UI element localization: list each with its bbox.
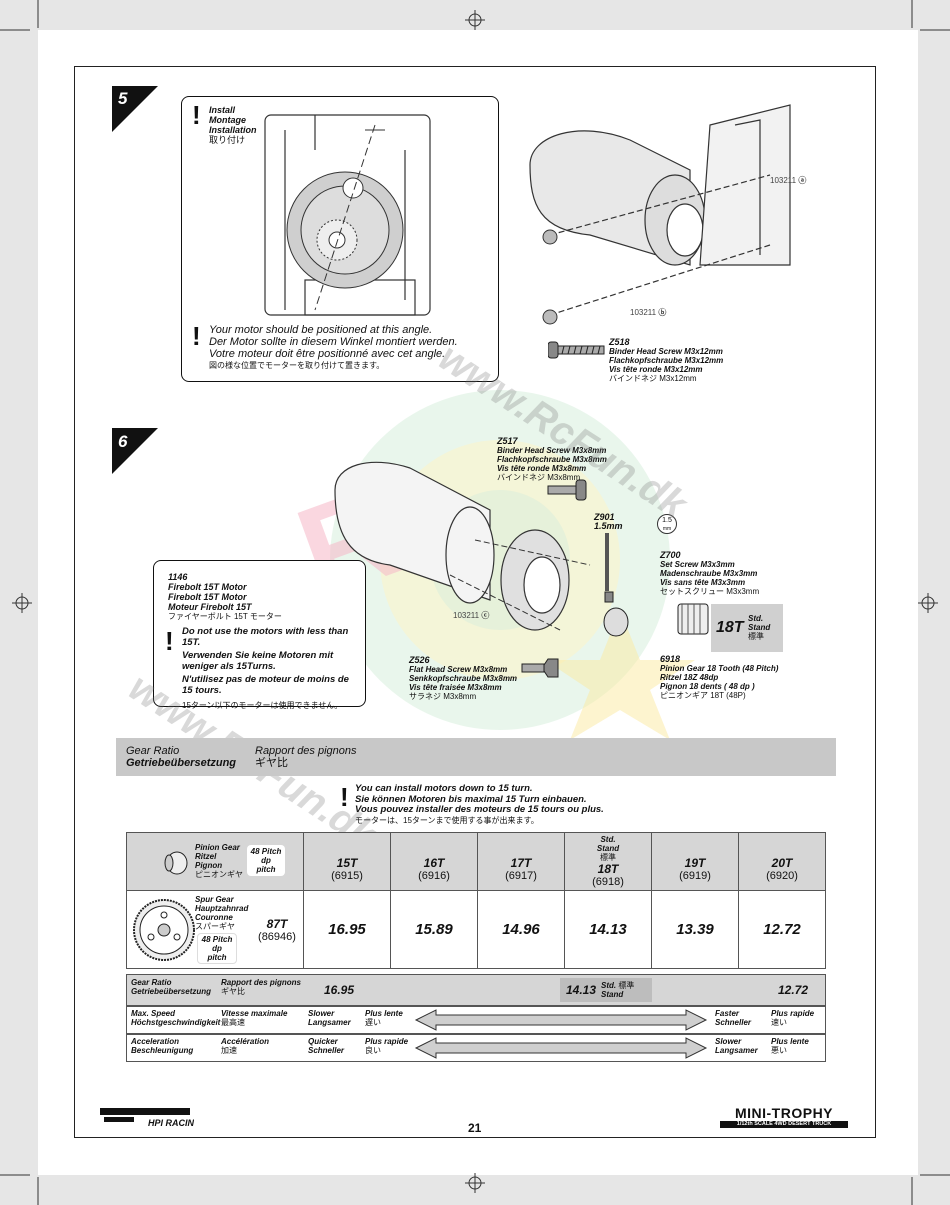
pinion-gear-icon [164,851,188,875]
summary-std-box [560,978,652,1002]
accel-label-left: Acceleration Beschleunigung [131,1037,194,1055]
angle-note: Your motor should be positioned at this … [209,324,458,370]
z518-label: Z518 Binder Head Screw M3x12mm Flachkopf… [609,337,724,384]
col-15t: 15T(6915) [303,832,391,891]
summary-std-label: Std. 標準 Stand [601,981,635,999]
ref-103211-a: 103211 ⓐ [770,176,807,185]
accel-label-right: Accélération 加速 [221,1037,270,1055]
pinion-pitch-badge: 48 Pitch dp pitch [247,845,285,876]
speed-arrow [414,1009,708,1031]
motor-mount-exploded-drawing [529,104,791,325]
pinion-gear-drawing [603,591,709,637]
ratio-20t: 12.72 [738,890,826,969]
accel-quicker: Quicker Schneller [308,1037,345,1055]
svg-text:HPI RACING: HPI RACING [148,1118,194,1128]
z901-label: Z901 1.5mm [594,512,623,531]
col-17t: 17T(6917) [477,832,565,891]
ratio-17t: 14.96 [477,890,565,969]
accel-arrow [414,1037,708,1059]
col-16t: 16T(6916) [390,832,478,891]
summary-ratio-label-left: Gear Ratio Getriebeübersetzung [131,978,212,996]
motor-callout [153,560,366,707]
spur-row: Spur Gear Hauptzahnrad Couronne スパーギヤ 48… [126,890,826,969]
gear-ratio-banner [116,738,836,776]
accel-quicker-alt: Plus rapide 良い [365,1037,409,1055]
ref-103211-b: 103211 ⓑ [630,308,667,317]
z526-label: Z526 Flat Head Screw M3x8mm Senkkopfschr… [409,655,518,702]
accel-slower-alt: Plus lente 悪い [771,1037,809,1055]
speed-faster: Faster Schneller [715,1009,752,1027]
ratio-19t: 13.39 [651,890,739,969]
z518-screw-icon [548,341,605,359]
step-6-number: 6 [118,432,128,451]
hex-wrench-icon [605,533,609,591]
hpi-racing-logo: HPI RACING [100,1108,194,1128]
z517-label: Z517 Binder Head Screw M3x8mm Flachkopfs… [497,436,607,483]
install-note-alert-icon: ! [340,782,349,812]
motor-warning-text: Do not use the motors with less than 15T… [182,626,349,710]
pinion-gear-label: Pinion Gear Ritzel Pignon ピニオンギヤ [195,843,243,879]
gear-ratio-table: Pinion Gear Ritzel Pignon ピニオンギヤ 48 Pitc… [126,832,826,969]
ref-a-marker: ⓐ [798,176,807,185]
summary-std-value: 14.13 [566,983,597,997]
speed-slower: Slower Langsamer [308,1009,351,1027]
spur-teeth-cell: 87T (86946) [251,890,304,969]
ref-103211-c: 103211 ⓒ [453,611,490,620]
summary-ratio-row [126,974,826,1006]
speed-label-left: Max. Speed Höchstgeschwindigkeit [131,1009,221,1027]
speed-label-right: Vitesse maximale 最高速 [221,1009,288,1027]
page-number: 21 [468,1121,482,1135]
ref-b-marker: ⓑ [658,308,667,317]
ratio-15t: 16.95 [303,890,391,969]
col-19t: 19T(6919) [651,832,739,891]
summary-ratio-min: 16.95 [324,983,355,997]
spur-pitch-badge: 48 Pitch dp pitch [197,933,237,964]
mini-trophy-logo: MINI-TROPHY 1/12th SCALE 4WD DESERT TRUC… [720,1106,848,1128]
angle-alert-icon: ! [192,321,201,351]
gear-ratio-banner-right: Rapport des pignons ギヤ比 [255,745,357,769]
z517-screw-icon [547,479,587,501]
z526-screw-icon [521,658,559,678]
install-label-block: Install Montage Installation 取り付け [209,105,257,145]
page-frame [74,66,876,1138]
step-5-number: 5 [118,89,128,108]
summary-speed-row [126,1006,826,1034]
speed-faster-alt: Plus rapide 速い [771,1009,815,1027]
ref-c-marker: ⓒ [481,611,490,620]
motor-warning-icon: ! [165,626,174,656]
speed-slower-alt: Plus lente 遅い [365,1009,403,1027]
summary-ratio-max: 12.72 [778,983,809,997]
step-5-flag [112,86,158,132]
step-6-flag [112,428,158,474]
motor-1146-label: 1146 Firebolt 15T Motor Firebolt 15T Mot… [168,572,282,621]
gear-ratio-banner-left: Gear Ratio Getriebeübersetzung [126,745,237,769]
install-note: You can install motors down to 15 turn. … [355,783,604,825]
hex-size-badge: 1.5 mm [657,514,677,534]
spur-gear-label: Spur Gear Hauptzahnrad Couronne スパーギヤ [195,895,249,931]
col-18t-std: Std. Stand 標準 18T (6918) [564,832,652,891]
pinion-row: Pinion Gear Ritzel Pignon ピニオンギヤ 48 Pitc… [126,832,826,891]
std-pinion-badge [711,604,783,652]
motor-exploded-drawing [334,461,591,631]
col-20t: 20T(6920) [738,832,826,891]
accel-slower: Slower Langsamer [715,1037,758,1055]
std-pinion-teeth: 18T [716,619,744,636]
spur-gear-icon [133,899,195,961]
install-alert-icon: ! [192,100,201,130]
summary-ratio-label-right: Rapport des pignons ギヤ比 [221,978,301,996]
ratio-18t: 14.13 [564,890,652,969]
std-pinion-std-label: Std. Stand 標準 [748,614,771,641]
summary-accel-row [126,1034,826,1062]
gearbox-angle-drawing [264,114,431,316]
pinion-6918-label: 6918 Pinion Gear 18 Tooth (48 Pitch) Rit… [660,654,779,701]
ratio-16t: 15.89 [390,890,478,969]
z700-label: Z700 Set Screw M3x3mm Madenschraube M3x3… [660,550,760,597]
spur-header-cell: Spur Gear Hauptzahnrad Couronne スパーギヤ 48… [126,890,251,969]
pinion-header-cell: Pinion Gear Ritzel Pignon ピニオンギヤ 48 Pitc… [126,832,304,891]
